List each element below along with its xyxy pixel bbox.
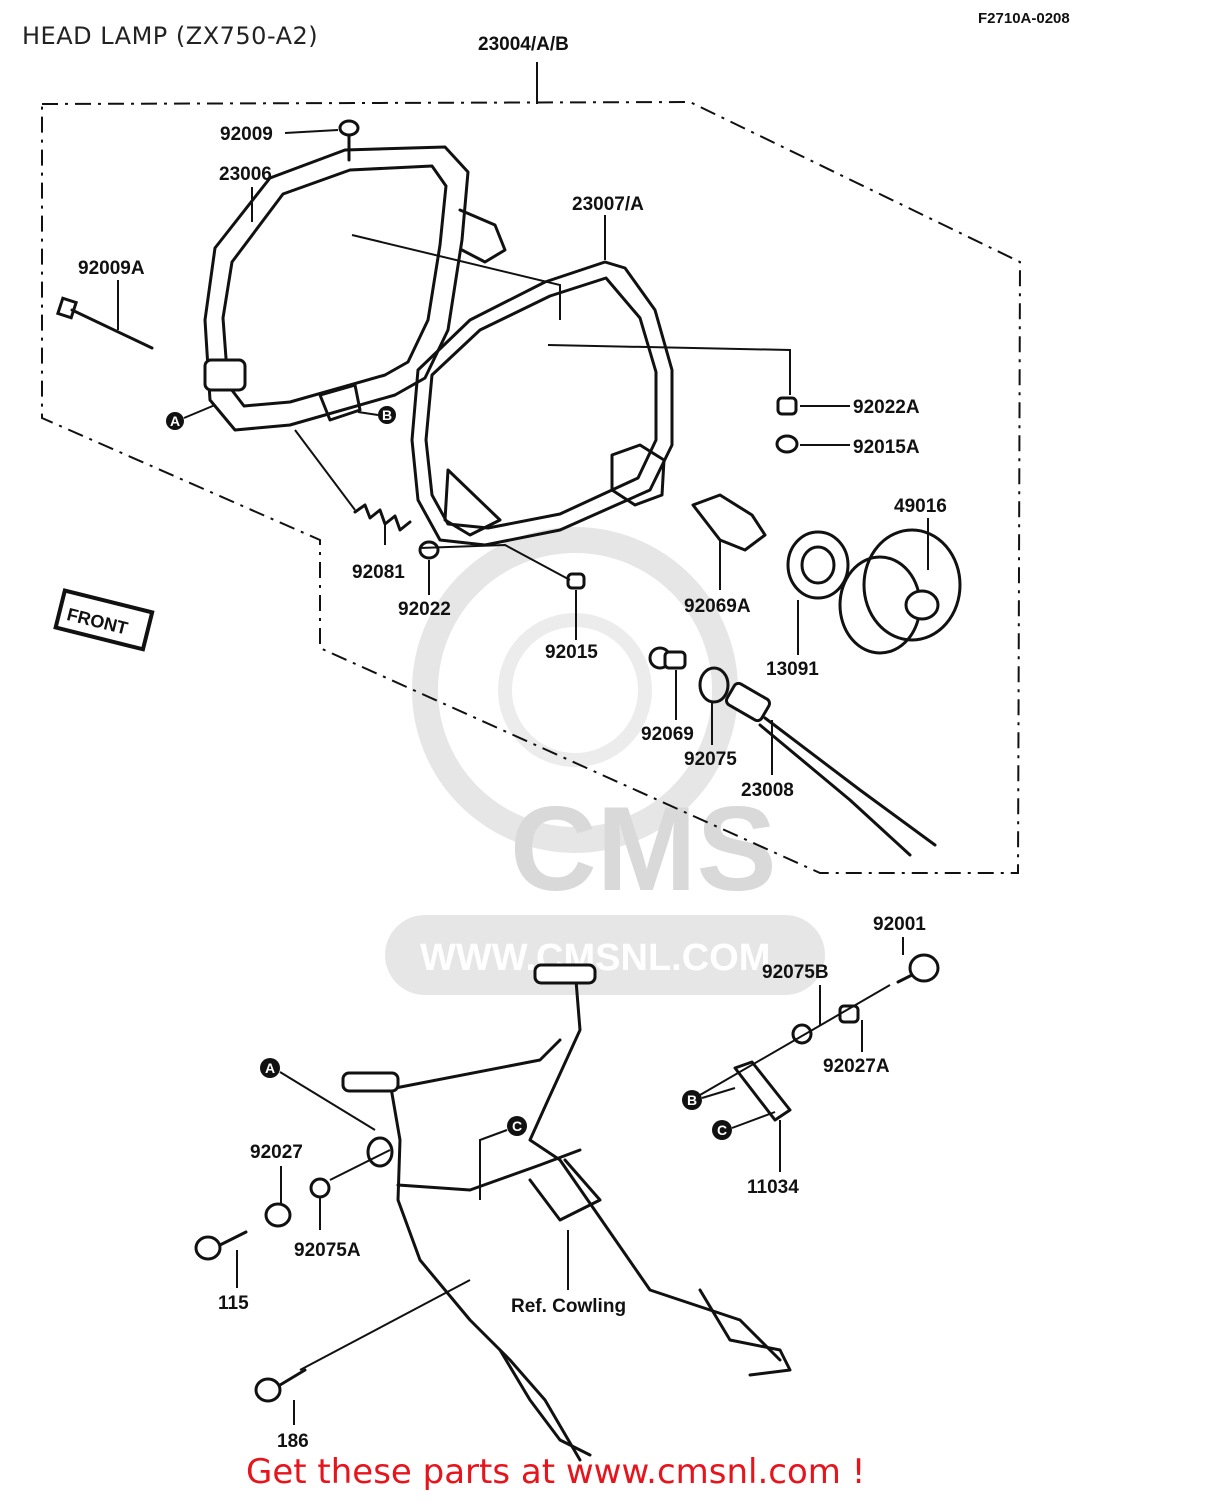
label-92022: 92022 xyxy=(398,599,451,620)
svg-text:B: B xyxy=(687,1092,697,1108)
label-49016: 49016 xyxy=(894,496,947,517)
label-23004-a-b: 23004/A/B xyxy=(478,34,569,55)
bulb-92069 xyxy=(648,646,687,670)
assembly-boundary xyxy=(41,100,1022,874)
bracket-11034 xyxy=(733,1060,792,1122)
watermark-brand: CMS xyxy=(510,782,777,916)
label-92015: 92015 xyxy=(545,642,598,663)
bolt-115 xyxy=(194,1230,248,1261)
ref-marker-c-right: C xyxy=(712,1111,776,1140)
nut-92001 xyxy=(896,953,940,984)
leader-lines-upper xyxy=(117,129,929,775)
watermark: CMS WWW.CMSNL.COM xyxy=(385,527,825,995)
svg-text:C: C xyxy=(717,1122,727,1138)
harness-23008 xyxy=(725,681,937,857)
page-title: HEAD LAMP (ZX750-A2) xyxy=(22,22,319,50)
damper-92027 xyxy=(264,1202,292,1228)
label-92027a: 92027A xyxy=(823,1056,890,1077)
label-92027: 92027 xyxy=(250,1142,303,1163)
ref-marker-b-lower: B xyxy=(682,1087,736,1110)
screw-92009a xyxy=(55,296,154,350)
headlamp-rim xyxy=(203,145,507,432)
bolt-186 xyxy=(254,1368,307,1403)
label-92022a: 92022A xyxy=(853,397,920,418)
label-186: 186 xyxy=(277,1431,309,1452)
label-13091: 13091 xyxy=(766,659,819,680)
label-115: 115 xyxy=(218,1293,249,1314)
svg-text:B: B xyxy=(382,407,392,423)
nut-92022 xyxy=(418,540,440,560)
label-23006: 23006 xyxy=(219,164,272,185)
front-marker: FRONT xyxy=(53,588,155,652)
bulb-92069a xyxy=(691,493,767,552)
washer-92075a xyxy=(309,1177,331,1199)
label-92075b: 92075B xyxy=(762,962,829,983)
label-92015a: 92015A xyxy=(853,437,920,458)
label-92009a: 92009A xyxy=(78,258,145,279)
grommet xyxy=(366,1136,394,1168)
label-ref-cowling: Ref. Cowling xyxy=(511,1296,626,1317)
leader-lines-lower xyxy=(236,937,904,1425)
washer-92015a xyxy=(775,434,799,454)
socket-92075 xyxy=(698,666,730,704)
label-23008: 23008 xyxy=(741,780,794,801)
ref-marker-a-lower: A xyxy=(260,1058,376,1131)
figure-code: F2710A-0208 xyxy=(978,10,1070,27)
svg-text:C: C xyxy=(512,1118,522,1134)
footer-cta-link[interactable]: Get these parts at www.cmsnl.com ! xyxy=(246,1452,866,1492)
spring-92081 xyxy=(353,503,412,532)
ref-marker-b-upper: B xyxy=(357,406,396,424)
nut-92022a xyxy=(776,396,798,416)
label-92069: 92069 xyxy=(641,724,694,745)
label-92075a: 92075A xyxy=(294,1240,361,1261)
ref-marker-a-upper: A xyxy=(166,404,216,430)
ref-marker-c-middle: C xyxy=(479,1116,527,1200)
label-92075: 92075 xyxy=(684,749,737,770)
holder-13091 xyxy=(786,530,850,600)
svg-text:A: A xyxy=(170,413,180,429)
label-92081: 92081 xyxy=(352,562,405,583)
label-23007-a: 23007/A xyxy=(572,194,644,215)
svg-text:A: A xyxy=(265,1060,275,1076)
part-labels: 23004/A/B 92009 23006 23007/A 92009A 920… xyxy=(78,34,947,1452)
label-11034: 11034 xyxy=(747,1177,799,1198)
label-92009: 92009 xyxy=(220,124,273,145)
label-92069a: 92069A xyxy=(684,596,751,617)
watermark-mascot-icon xyxy=(412,527,738,853)
socket-cover-49016 xyxy=(838,528,962,655)
headlamp-stay-bracket xyxy=(341,963,792,1462)
bolt-92009 xyxy=(338,119,360,162)
nut-92015 xyxy=(566,572,586,590)
label-92001: 92001 xyxy=(873,914,926,935)
